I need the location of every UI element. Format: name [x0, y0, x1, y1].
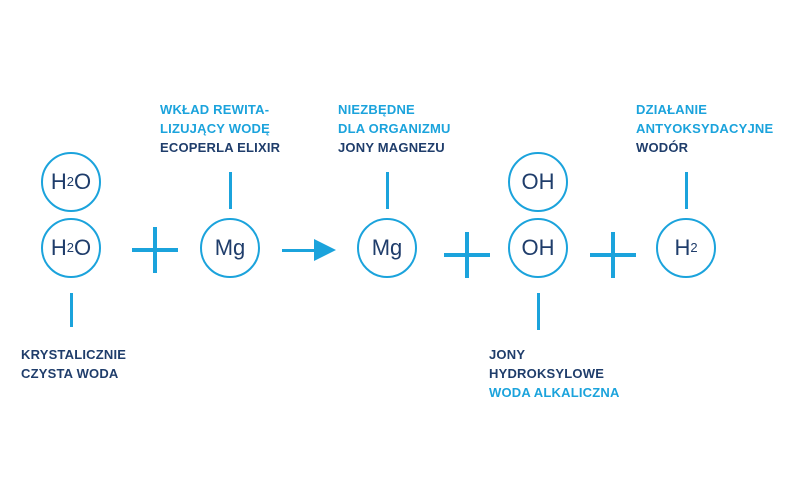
crystal-connector-line — [70, 293, 73, 327]
ecoperla-line-1: WKŁAD REWITA- — [160, 102, 270, 117]
label-ecoperla: WKŁAD REWITA- LIZUJĄCY WODĘ ECOPERLA ELI… — [160, 100, 280, 157]
magnesium-right: Mg — [357, 218, 417, 278]
plus-sign-2-v — [465, 232, 469, 278]
hydrogen-line-3: WODÓR — [636, 140, 689, 155]
label-hydrogen: DZIAŁANIE ANTYOKSYDACYJNE WODÓR — [636, 100, 773, 157]
water-bottom-o: O — [74, 235, 92, 260]
hydroxyl-top: OH — [508, 152, 568, 212]
water-top-h: H — [50, 169, 67, 194]
water-bottom-h: H — [50, 235, 67, 260]
ecoperla-line-3: ECOPERLA ELIXIR — [160, 140, 281, 155]
hydroxyl-bottom: OH — [508, 218, 568, 278]
reaction-arrow-line — [282, 249, 316, 252]
hydrogen-line-1: DZIAŁANIE — [636, 102, 708, 117]
water-top-o: O — [74, 169, 92, 194]
label-magnesium: NIEZBĘDNE DLA ORGANIZMU JONY MAGNEZU — [338, 100, 451, 157]
oh-bottom-symbol: OH — [521, 235, 555, 260]
magnesium-left: Mg — [200, 218, 260, 278]
oh-top-symbol: OH — [521, 169, 555, 194]
hydrogen-connector-line — [685, 172, 688, 209]
reaction-arrow-head — [314, 239, 336, 261]
magnesium-line-2: DLA ORGANIZMU — [338, 121, 451, 136]
crystal-line-2: CZYSTA WODA — [21, 366, 119, 381]
ecoperla-line-2: LIZUJĄCY WODĘ — [160, 121, 270, 136]
label-crystal-water: KRYSTALICZNIE CZYSTA WODA — [21, 345, 126, 383]
hydroxyl-line-3: WODA ALKALICZNA — [489, 385, 620, 400]
ecoperla-connector-line — [229, 172, 232, 209]
plus-sign-1-v — [153, 227, 157, 273]
hydroxyl-connector-line — [537, 293, 540, 330]
plus-sign-3-v — [611, 232, 615, 278]
crystal-line-1: KRYSTALICZNIE — [21, 347, 127, 362]
mg-right-symbol: Mg — [371, 235, 403, 260]
hydroxyl-line-2: HYDROKSYLOWE — [489, 366, 605, 381]
magnesium-connector-line — [386, 172, 389, 209]
magnesium-line-1: NIEZBĘDNE — [338, 102, 415, 117]
hydrogen-line-2: ANTYOKSYDACYJNE — [636, 121, 774, 136]
hydroxyl-line-1: JONY — [489, 347, 526, 362]
mg-left-symbol: Mg — [214, 235, 246, 260]
h2-symbol: H — [674, 235, 691, 260]
label-hydroxyl: JONY HYDROKSYLOWE WODA ALKALICZNA — [489, 345, 620, 402]
magnesium-line-3: JONY MAGNEZU — [338, 140, 445, 155]
